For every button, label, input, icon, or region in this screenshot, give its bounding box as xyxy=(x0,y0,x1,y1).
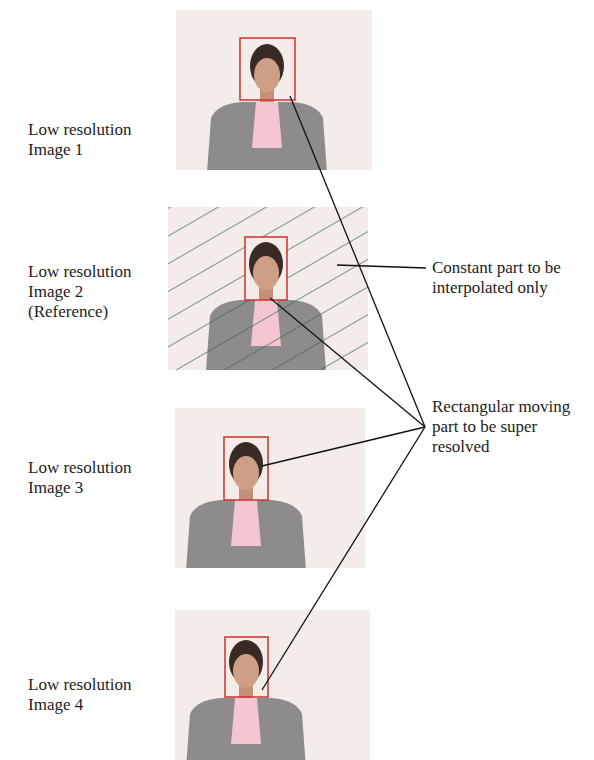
callout-label: Constant part to be interpolated only xyxy=(432,258,582,298)
face-box xyxy=(224,437,268,500)
photo xyxy=(175,408,365,568)
photo xyxy=(175,610,370,760)
photo xyxy=(168,207,368,370)
callout-label: Rectangular moving part to be super reso… xyxy=(432,397,582,457)
photo xyxy=(176,10,372,170)
image-label: Low resolution Image 4 xyxy=(28,675,158,715)
image-label: Low resolution Image 3 xyxy=(28,458,158,498)
leader-line xyxy=(262,96,426,690)
face-box xyxy=(245,237,287,300)
image-label: Low resolution Image 2 (Reference) xyxy=(28,262,148,322)
face-box xyxy=(240,38,295,100)
face-box xyxy=(225,637,268,697)
image-label: Low resolution Image 1 xyxy=(28,120,158,160)
